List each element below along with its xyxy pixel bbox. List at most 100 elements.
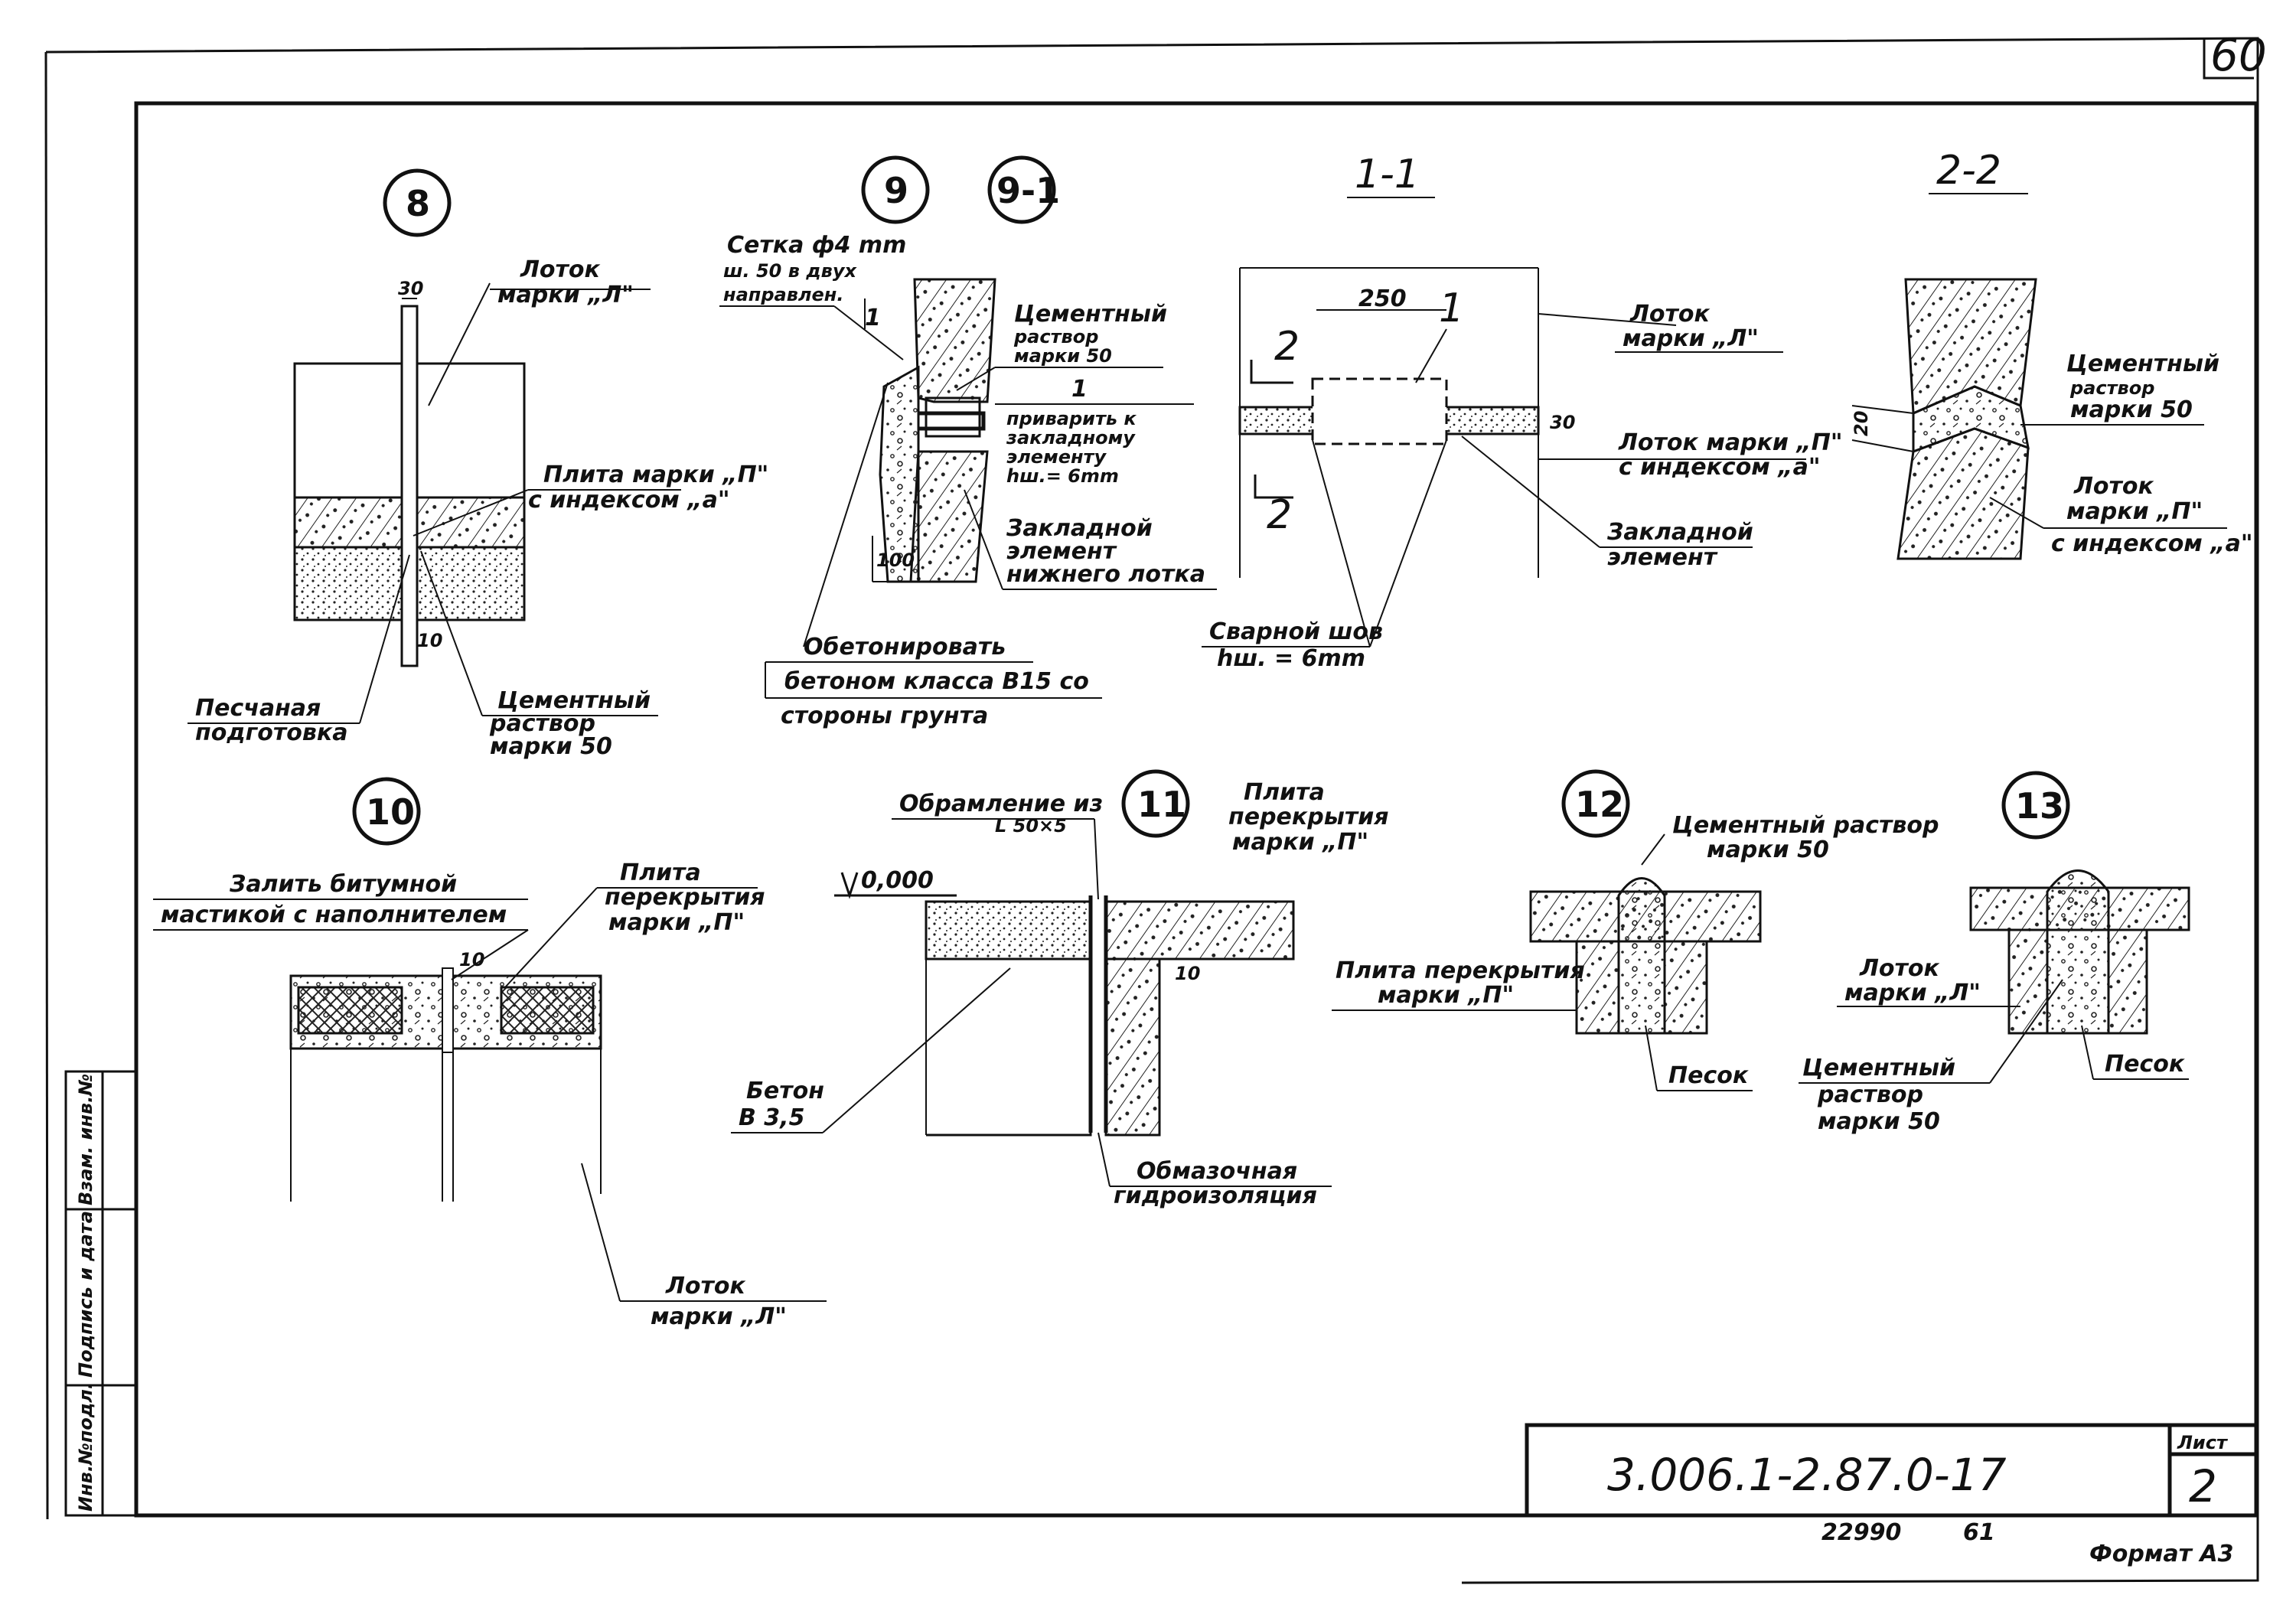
detail-12-slab-2: марки „П" (1378, 982, 1514, 1009)
section-1-1-tray-2: марки „Л" (1623, 325, 1759, 352)
section-2-2-tray-1: Лоток (2073, 473, 2154, 500)
sheet-frame (44, 37, 2259, 1584)
detail-8-marker (383, 168, 452, 237)
detail-9-mortar-3: марки 50 (1014, 345, 1112, 367)
section-1-1-dim: 250 (1358, 285, 1407, 312)
section-1-1-label: 1-1 (1355, 152, 1420, 197)
detail-9: 9 9-1 Сетка ф4 mm ш. 50 в двух направлен… (719, 155, 1217, 729)
detail-8-sand-1: Песчаная (195, 695, 321, 722)
section-2-2-mortar-3: марки 50 (2070, 396, 2193, 423)
section-1-1-embedded-2: элемент (1607, 544, 1718, 571)
detail-9-mortar-1: Цементный (1014, 301, 1167, 328)
detail-13-mortar-3: марки 50 (1818, 1108, 1940, 1135)
detail-9-1-marker (987, 155, 1056, 224)
section-2-2: 2-2 20 Цементный раствор марки 50 Лоток … (1851, 148, 2252, 560)
detail-8-mortar-1: Цементный (497, 687, 651, 714)
detail-9-1-number: 9-1 (996, 170, 1060, 211)
section-1-1-tray-a-1: Лоток марки „П" (1618, 429, 1842, 456)
section-2-2-mortar-2: раствор (2069, 377, 2154, 399)
detail-12: 12 Цементный раствор марки 50 Плита пере… (1332, 769, 1939, 1091)
detail-10-tray-1: Лоток (665, 1273, 746, 1300)
detail-8-slab-1: Плита марки „П" (543, 462, 768, 488)
detail-12-mortar-1: Цементный раствор (1672, 812, 1939, 839)
detail-13-marker (2001, 771, 2070, 840)
drawing-code: 3.006.1-2.87.0-17 (1607, 1449, 2007, 1501)
detail-11-slab-3: марки „П" (1232, 829, 1368, 856)
section-1-1-tray-a-2: с индексом „а" (1619, 454, 1820, 481)
detail-8-mortar-3: марки 50 (490, 733, 612, 760)
section-1-1-dim-side: 30 (1550, 412, 1575, 433)
detail-13-tray-1: Лоток (1859, 955, 1940, 982)
detail-12-mortar-2: марки 50 (1707, 837, 1829, 863)
section-2-2-label: 2-2 (1936, 148, 2001, 194)
detail-8-dim-bottom: 10 (417, 630, 442, 651)
format-label: Формат А3 (2089, 1541, 2234, 1567)
sheet-label: Лист (2177, 1432, 2229, 1453)
detail-9-marker (861, 155, 930, 224)
detail-10: 10 10 Залить битумной мастикой с наполни… (153, 777, 827, 1330)
detail-9-embedded-1: Закладной (1006, 515, 1153, 542)
detail-10-number: 10 (366, 791, 415, 833)
detail-8-mortar-2: раствор (489, 710, 595, 737)
detail-10-slab-3: марки „П" (608, 909, 745, 936)
detail-9-concrete-1: Обетонировать (804, 634, 1006, 660)
detail-9-mortar-2: раствор (1013, 326, 1098, 347)
stamp-replace: Взам. инв.№ (75, 1074, 96, 1205)
detail-8-slab-2: с индексом „а" (528, 487, 729, 514)
detail-9-weld-3: элементу (1006, 446, 1107, 468)
section-1-1-mark-2b: 2 (1267, 492, 1292, 538)
section-2-2-tray-3: с индексом „а" (2051, 530, 2252, 557)
detail-8-dim-top: 30 (398, 278, 423, 299)
stamp-inventory: Инв.№подл. (75, 1382, 96, 1512)
detail-12-sand: Песок (1668, 1062, 1749, 1089)
detail-10-fill-2: мастикой с наполнителем (161, 902, 507, 928)
detail-9-concrete-2: бетоном класса В15 со (784, 668, 1089, 695)
detail-9-concrete-3: стороны грунта (781, 703, 988, 729)
section-2-2-mortar-1: Цементный (2066, 351, 2219, 377)
detail-11-number: 11 (1137, 784, 1186, 825)
detail-10-tray-2: марки „Л" (651, 1303, 787, 1330)
detail-8-tray-2: марки „Л" (497, 282, 634, 308)
detail-9-weld-num: 1 (1071, 376, 1088, 403)
detail-11-edge-1: Обрамление из (899, 791, 1103, 817)
detail-8: 8 30 10 Лоток марки „Л" Плита марки „П" … (188, 168, 768, 760)
section-1-1-embedded-1: Закладной (1606, 519, 1753, 546)
section-1-1-weld-2: hш. = 6mm (1217, 645, 1365, 672)
copy-number: 61 (1963, 1519, 1995, 1546)
detail-9-number: 9 (884, 170, 908, 211)
detail-13-sand: Песок (2105, 1051, 2185, 1078)
detail-13: 13 Лоток марки „Л" Цементный раствор мар… (1799, 771, 2190, 1135)
detail-12-slab-1: Плита перекрытия (1336, 957, 1585, 984)
page-number: 60 (2210, 29, 2267, 81)
detail-10-marker (352, 777, 421, 846)
detail-11: 11 0,000 10 Обрамление из L 50×5 Плита п… (731, 769, 1389, 1209)
detail-13-mortar-2: раствор (1817, 1081, 1923, 1108)
detail-11-concrete-1: Бетон (746, 1078, 824, 1104)
section-2-2-tray-2: марки „П" (2066, 498, 2203, 525)
section-1-1-mark-2a: 2 (1274, 324, 1300, 370)
detail-13-tray-2: марки „Л" (1844, 980, 1981, 1006)
detail-11-slab-2: перекрытия (1228, 804, 1389, 830)
detail-13-mortar-1: Цементный (1802, 1055, 1955, 1081)
section-1-1-mark-1: 1 (1439, 285, 1464, 331)
page-number-box: 60 (2203, 29, 2267, 81)
section-1-1: 1-1 250 30 1 2 2 Лоток марки „Л" Лоток м… (1202, 152, 1842, 672)
stamp-signature: Подпись и дата (75, 1211, 96, 1378)
detail-9-mesh-3: направлен. (723, 284, 843, 305)
section-2-2-dim: 20 (1851, 411, 1872, 436)
left-stamp: Инв.№подл. Подпись и дата Взам. инв.№ (64, 1070, 138, 1517)
detail-9-mark-1: 1 (865, 305, 881, 331)
detail-10-fill-1: Залить битумной (229, 871, 457, 898)
detail-9-mesh-2: ш. 50 в двух (723, 260, 857, 282)
detail-11-level: 0,000 (861, 867, 934, 894)
detail-9-weld-1: приварить к (1006, 408, 1137, 429)
detail-9-mesh-1: Сетка ф4 mm (727, 232, 906, 259)
detail-10-slab-1: Плита (620, 859, 701, 886)
detail-9-weld-4: hш.= 6mm (1006, 465, 1119, 487)
detail-11-marker (1121, 769, 1190, 838)
section-1-1-tray-1: Лоток (1629, 301, 1711, 328)
detail-9-dim: 100 (876, 550, 915, 571)
detail-11-concrete-2: В 3,5 (739, 1104, 804, 1131)
detail-8-number: 8 (406, 183, 430, 224)
